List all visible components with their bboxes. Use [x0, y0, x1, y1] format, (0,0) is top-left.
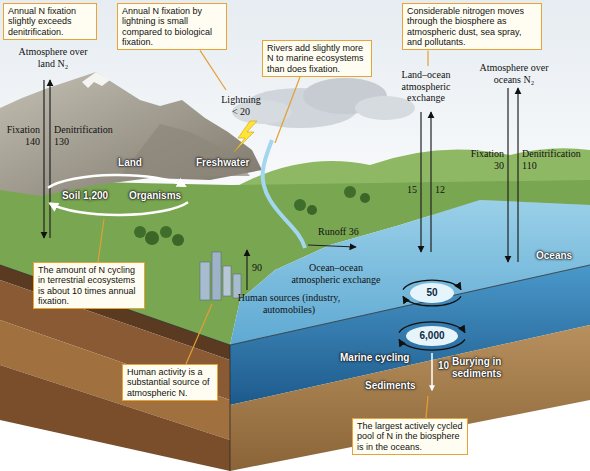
pool-value: 6,000 [402, 330, 462, 342]
atmosphere-label: Atmosphere over land N₂ [18, 46, 88, 69]
burial-arrow [431, 353, 433, 390]
flux-label: Fixation [464, 148, 504, 160]
flux-arrow [430, 112, 431, 252]
flux-value: 140 [0, 136, 40, 148]
region-label: Marine cycling [340, 352, 409, 364]
callout-box: Annual N fixation slightly exceeds denit… [3, 3, 97, 40]
pool-value: 50 [412, 287, 452, 299]
leader-line [426, 396, 428, 418]
tree [145, 231, 159, 245]
callout-text: Rivers add slightly more N to marine eco… [267, 43, 367, 74]
tree [307, 205, 317, 215]
flux-arrow [43, 80, 44, 238]
mountain-ridge [120, 124, 250, 176]
flux-label: Land–ocean atmospheric exchange [391, 69, 461, 104]
flux-value: < 20 [211, 106, 271, 118]
leader-line [275, 77, 300, 143]
soil-stratum [0, 365, 230, 471]
callout-box: Considerable nitrogen moves through the … [402, 3, 542, 50]
city-building [200, 262, 210, 300]
tree [172, 234, 184, 246]
flux-label: Denitrification [54, 124, 113, 136]
flux-label: Burying in sediments [452, 356, 512, 379]
flux-arrow [517, 88, 518, 262]
leader-line [98, 219, 104, 262]
flux-arrow [420, 112, 421, 252]
atmosphere-label: Atmosphere over oceans N₂ [476, 62, 552, 85]
region-label: Freshwater [196, 157, 249, 169]
leader-line [427, 50, 428, 66]
city-building [212, 252, 221, 300]
flux-label: Runoff 36 [318, 226, 359, 238]
flux-label: Denitrification [522, 148, 581, 160]
callout-text: Considerable nitrogen moves through the … [407, 6, 537, 47]
cycle-arrow [50, 202, 188, 215]
pool-bubble [410, 283, 454, 303]
tree [294, 199, 306, 211]
region-label: Land [110, 157, 150, 169]
city-building [223, 266, 231, 296]
sediment-layer [230, 325, 590, 471]
leader-line [186, 304, 212, 364]
flux-value: 30 [464, 160, 504, 172]
flux-arrow [49, 80, 50, 238]
callout-text: The amount of N cycling in terrestrial e… [38, 265, 140, 306]
tree [134, 226, 146, 238]
callout-box: The largest actively cycled pool of N in… [352, 418, 468, 455]
flux-value: 12 [435, 184, 445, 196]
callout-text: The largest actively cycled pool of N in… [357, 421, 463, 452]
callout-box: The amount of N cycling in terrestrial e… [33, 262, 145, 309]
source-label: Human sources (industry, automobiles) [236, 292, 342, 315]
leader-line [200, 50, 226, 90]
cycle-arrow [48, 175, 185, 188]
runoff-arrow [308, 245, 356, 247]
flux-value: 90 [252, 262, 262, 274]
river [263, 140, 305, 248]
human-source-arrow [246, 250, 247, 290]
pool-label: Organisms [122, 190, 188, 202]
flux-value: 10 [438, 360, 449, 372]
callout-text: Annual N fixation slightly exceeds denit… [8, 6, 92, 37]
mountains [0, 72, 262, 196]
flux-arrow [507, 88, 508, 262]
callout-box: Annual N fixation by lightning is small … [117, 3, 227, 50]
callout-text: Human activity is a substantial source o… [127, 367, 213, 398]
callout-box: Human activity is a substantial source o… [122, 364, 218, 401]
callout-box: Rivers add slightly more N to marine eco… [262, 40, 372, 77]
block-edge [230, 345, 231, 471]
pool-label: Soil 1,200 [52, 190, 118, 202]
region-label: Oceans [536, 250, 572, 262]
flux-label: Lightning [211, 94, 271, 106]
region-label: Sediments [365, 380, 416, 392]
callout-text: Annual N fixation by lightning is small … [122, 6, 222, 47]
flux-label: Fixation [0, 124, 40, 136]
flux-value: 110 [522, 160, 537, 172]
lightning-bolt [234, 121, 257, 152]
tree [344, 186, 356, 198]
tree [360, 193, 370, 203]
cloud [355, 96, 415, 120]
flux-value: 15 [400, 184, 417, 196]
snow-cap [82, 72, 110, 88]
flux-value: 130 [54, 136, 69, 148]
tree [160, 226, 172, 238]
flux-label: Ocean–ocean atmospheric exchange [286, 262, 386, 285]
